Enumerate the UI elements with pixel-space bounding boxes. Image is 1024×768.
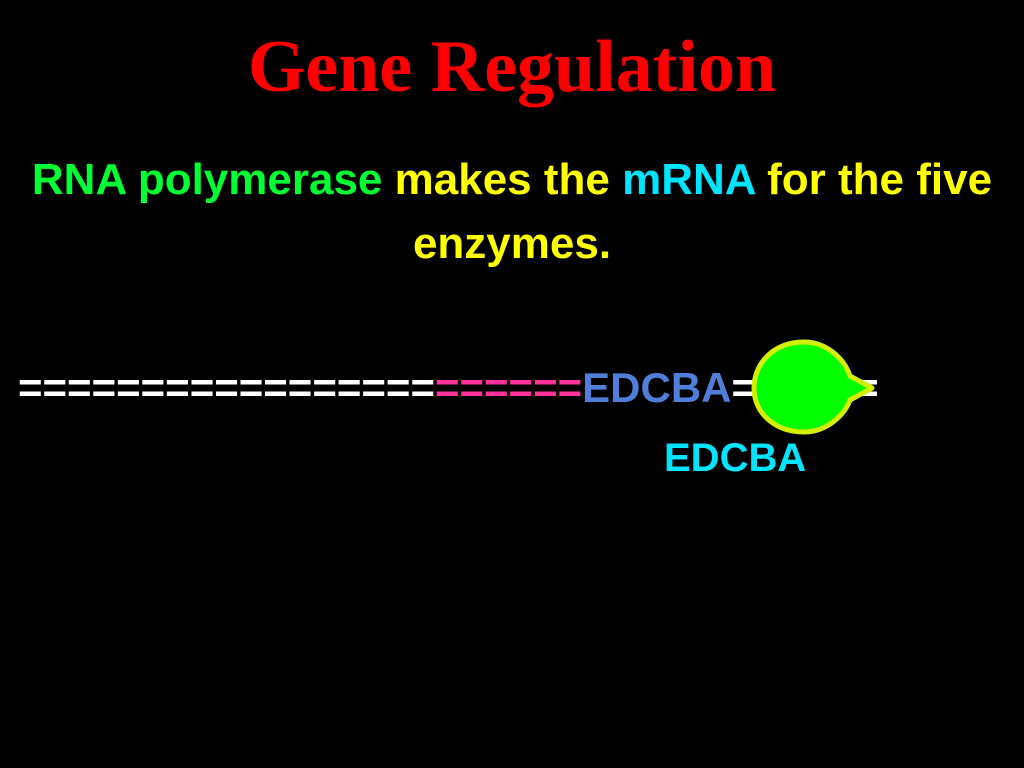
slide-title: Gene Regulation (247, 26, 777, 108)
rna-polymerase-term: RNA polymerase (31, 155, 383, 204)
dna-segment-left: ================= (18, 364, 435, 411)
dna-segment-genes: EDCBA (582, 364, 732, 411)
subtitle-text-2: for the five enzymes. (412, 155, 993, 268)
slide-subtitle: RNA polymerase makes the mRNA for the fi… (0, 148, 1024, 276)
rna-polymerase-icon (751, 339, 875, 435)
dna-segment-promoter: ====== (434, 364, 583, 411)
mrna-term: mRNA (622, 155, 755, 204)
subtitle-text-1: makes the (382, 155, 623, 204)
mrna-transcript: EDCBA (664, 436, 807, 480)
